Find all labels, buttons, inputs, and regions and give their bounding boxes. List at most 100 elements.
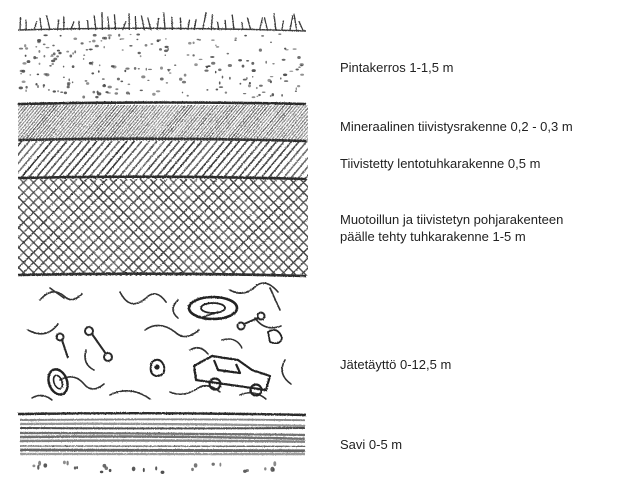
- hatch-line: [200, 105, 230, 141]
- layer-label-fly-ash: Tiivistetty lentotuhkarakenne 0,5 m: [340, 155, 540, 172]
- bone-icon: [57, 334, 69, 359]
- hatch-line: [146, 105, 176, 141]
- gravel-dot: [60, 35, 62, 37]
- hatch-line: [303, 105, 333, 141]
- gravel-dot: [252, 69, 256, 72]
- gravel-dot: [219, 86, 223, 88]
- gravel-dot: [53, 90, 56, 92]
- gravel-dot: [86, 82, 89, 85]
- gravel-dot: [262, 91, 266, 92]
- gravel-dot: [238, 59, 242, 61]
- gravel-dot: [117, 78, 120, 81]
- gravel-dot: [166, 82, 168, 84]
- layer-label-surface: Pintakerros 1-1,5 m: [340, 59, 453, 76]
- hatch-line: [95, 105, 125, 141]
- hatch-line: [223, 105, 253, 141]
- gravel-dot: [27, 60, 31, 63]
- cross-hatch-line: [0, 179, 7, 276]
- gravel-dot: [83, 58, 85, 59]
- gravel-dot: [136, 33, 140, 35]
- gravel-dot: [295, 90, 297, 92]
- hatch-line: [277, 105, 307, 141]
- clay-stripe: [20, 424, 305, 426]
- gravel-dot: [256, 87, 258, 89]
- gravel-dot: [99, 64, 101, 66]
- gravel-dot: [152, 93, 156, 96]
- gravel-dot: [246, 60, 249, 62]
- gravel-dot: [270, 95, 272, 97]
- gravel-dot: [38, 50, 40, 53]
- gravel-dot: [215, 71, 217, 74]
- grass-blades: [18, 12, 306, 31]
- gravel-dot: [37, 85, 39, 88]
- gravel-dot: [115, 88, 118, 90]
- gravel-dot: [89, 41, 91, 42]
- hatch-line: [149, 105, 179, 141]
- gravel-dot: [19, 48, 23, 50]
- gravel-dot: [19, 86, 23, 89]
- hatch-line: [152, 105, 182, 141]
- gravel-dot: [216, 89, 219, 91]
- gravel-dot: [95, 96, 98, 98]
- gravel-dot: [293, 48, 297, 49]
- gravel-dot: [63, 77, 65, 79]
- gravel-dot: [25, 55, 27, 57]
- boundary-waste-clay: [18, 413, 306, 415]
- gravel-dot: [141, 75, 145, 78]
- gravel-dot: [264, 467, 266, 470]
- gravel-dot: [165, 38, 167, 40]
- gravel-dot: [25, 89, 27, 92]
- debris-blob-icon: [151, 360, 165, 376]
- cross-hatch-line: [0, 179, 67, 276]
- gravel-dot: [37, 465, 39, 470]
- gravel-dot: [63, 461, 66, 465]
- hatch-line: [5, 105, 35, 141]
- gravel-dot: [63, 66, 64, 68]
- gravel-dot: [66, 461, 68, 466]
- hatch-line: [305, 141, 337, 179]
- hatch-line: [28, 105, 58, 141]
- gravel-dot: [85, 80, 88, 82]
- gravel-dot: [50, 56, 54, 57]
- gravel-dots: [32, 461, 276, 474]
- hatch-line: [50, 105, 80, 141]
- gravel-dot: [272, 93, 275, 96]
- gravel-dot: [74, 466, 76, 469]
- gravel-dot: [81, 42, 84, 44]
- hatch-line: [124, 105, 154, 141]
- hatch-line: [140, 105, 170, 141]
- hatch-line: [232, 105, 262, 141]
- gravel-dot: [243, 93, 246, 94]
- gravel-dot: [184, 74, 187, 77]
- gravel-dot: [67, 86, 70, 89]
- gravel-dot: [157, 39, 160, 42]
- hatch-line: [85, 105, 115, 141]
- hatch-line: [274, 105, 304, 141]
- gravel-dot: [219, 463, 221, 467]
- gravel-dot: [43, 55, 45, 58]
- debris-blob-icon: [268, 330, 282, 343]
- gravel-dot: [64, 92, 67, 95]
- gravel-dot: [215, 45, 217, 47]
- cross-hatch-line: [0, 179, 17, 276]
- gravel-dot: [37, 39, 41, 42]
- gravel-dot: [140, 55, 142, 57]
- cross-hatch-line: [0, 179, 7, 276]
- gravel-dot: [138, 68, 140, 70]
- hatch-line: [236, 105, 266, 141]
- hatch-line: [184, 105, 214, 141]
- gravel-dot: [52, 45, 55, 47]
- gravel-dot: [145, 44, 148, 47]
- gravel-dot: [242, 65, 245, 68]
- hatch-line: [156, 105, 186, 141]
- gravel-dot: [60, 91, 63, 93]
- hatch-line: [181, 105, 211, 141]
- boundary-surface-mineral: [18, 103, 306, 105]
- gravel-dot: [93, 34, 97, 37]
- hatch-line: [114, 105, 144, 141]
- gravel-dot: [56, 55, 59, 57]
- gravel-dot: [48, 89, 50, 91]
- gravel-dot: [122, 49, 124, 51]
- gravel-dot: [270, 467, 274, 472]
- gravel-dot: [252, 76, 253, 78]
